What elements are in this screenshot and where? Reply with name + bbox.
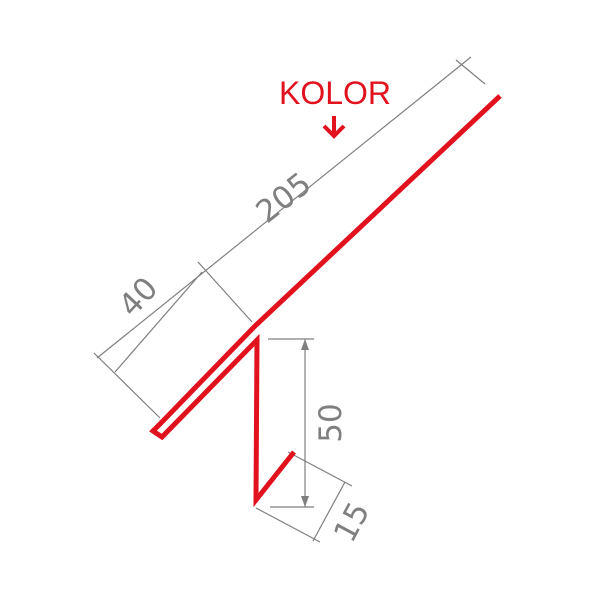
extension-line-15-bottom: [255, 507, 321, 543]
dimension-15: [255, 451, 353, 543]
extension-line-205-end: [455, 59, 486, 85]
arrow-50-top: [301, 339, 309, 350]
extension-line-40-end: [197, 261, 253, 323]
dimension-line-205: [96, 56, 472, 359]
extension-line-15-top: [287, 451, 353, 487]
dimension-label-50: 50: [313, 403, 349, 442]
dimension-50: [268, 338, 314, 508]
dimension-40: [114, 261, 253, 373]
dimension-205: [93, 56, 486, 419]
dimension-label-40: 40: [112, 270, 165, 323]
dimension-line-40: [114, 271, 203, 373]
dimension-line-15: [312, 481, 346, 542]
arrow-down-icon: [322, 116, 346, 139]
arrow-50-bottom: [301, 496, 309, 507]
kolor-indicator: KOLOR: [279, 75, 391, 139]
extension-line-205-start: [93, 352, 161, 419]
kolor-label: KOLOR: [279, 75, 391, 111]
profile-path: [149, 94, 502, 508]
flashing-profile: [149, 94, 502, 508]
dimension-label-15: 15: [327, 496, 377, 548]
dimension-label-205: 205: [249, 166, 318, 231]
